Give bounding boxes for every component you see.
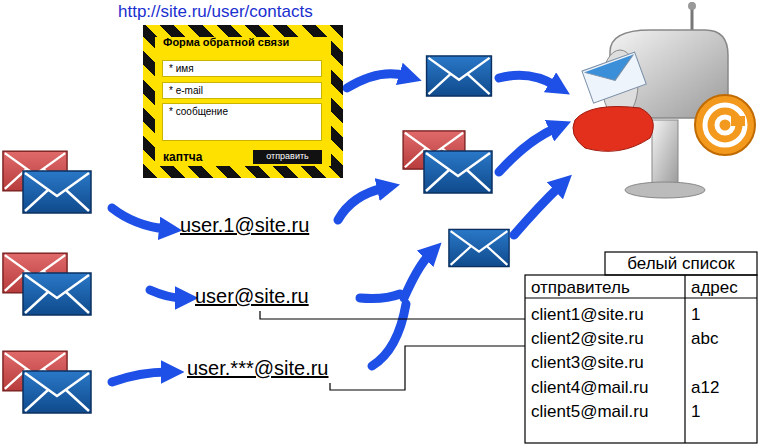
table-cell: client2@site.ru <box>531 329 644 349</box>
table-cell: abc <box>691 329 718 349</box>
form-panel <box>155 37 331 166</box>
node-text: * имя <box>169 63 194 75</box>
node-text: каптча <box>163 151 202 165</box>
table-cell: a12 <box>691 378 719 398</box>
input-field: * e-mail <box>162 82 322 99</box>
node-text: * сообщение <box>169 106 228 118</box>
table-cell: 1 <box>691 402 700 422</box>
input-field: * имя <box>162 60 322 77</box>
node-text: * e-mail <box>169 85 203 97</box>
textarea-field: * сообщение <box>162 103 322 141</box>
email-address: user.***@site.ru <box>187 357 328 380</box>
table-cell: client5@mail.ru <box>531 402 648 422</box>
email-address: user@site.ru <box>195 285 309 308</box>
table-cell: client1@site.ru <box>531 305 644 325</box>
table-cell: 1 <box>691 305 700 325</box>
table-header: адрес <box>691 278 738 298</box>
email-address: user.1@site.ru <box>180 214 309 237</box>
table-cell: client3@site.ru <box>531 353 644 373</box>
feedback-form: Форма обратной связи каптча * имя * e-mail *… <box>143 25 343 178</box>
form-title: Форма обратной связи <box>163 36 289 49</box>
table-header: отправитель <box>531 278 630 298</box>
node-text: отправить <box>253 151 322 161</box>
url-text: http://site.ru/user/contacts <box>118 2 313 22</box>
table-cell: client4@mail.ru <box>531 378 648 398</box>
submit-button: отправить <box>253 150 322 164</box>
table-title: белый список <box>605 254 757 274</box>
